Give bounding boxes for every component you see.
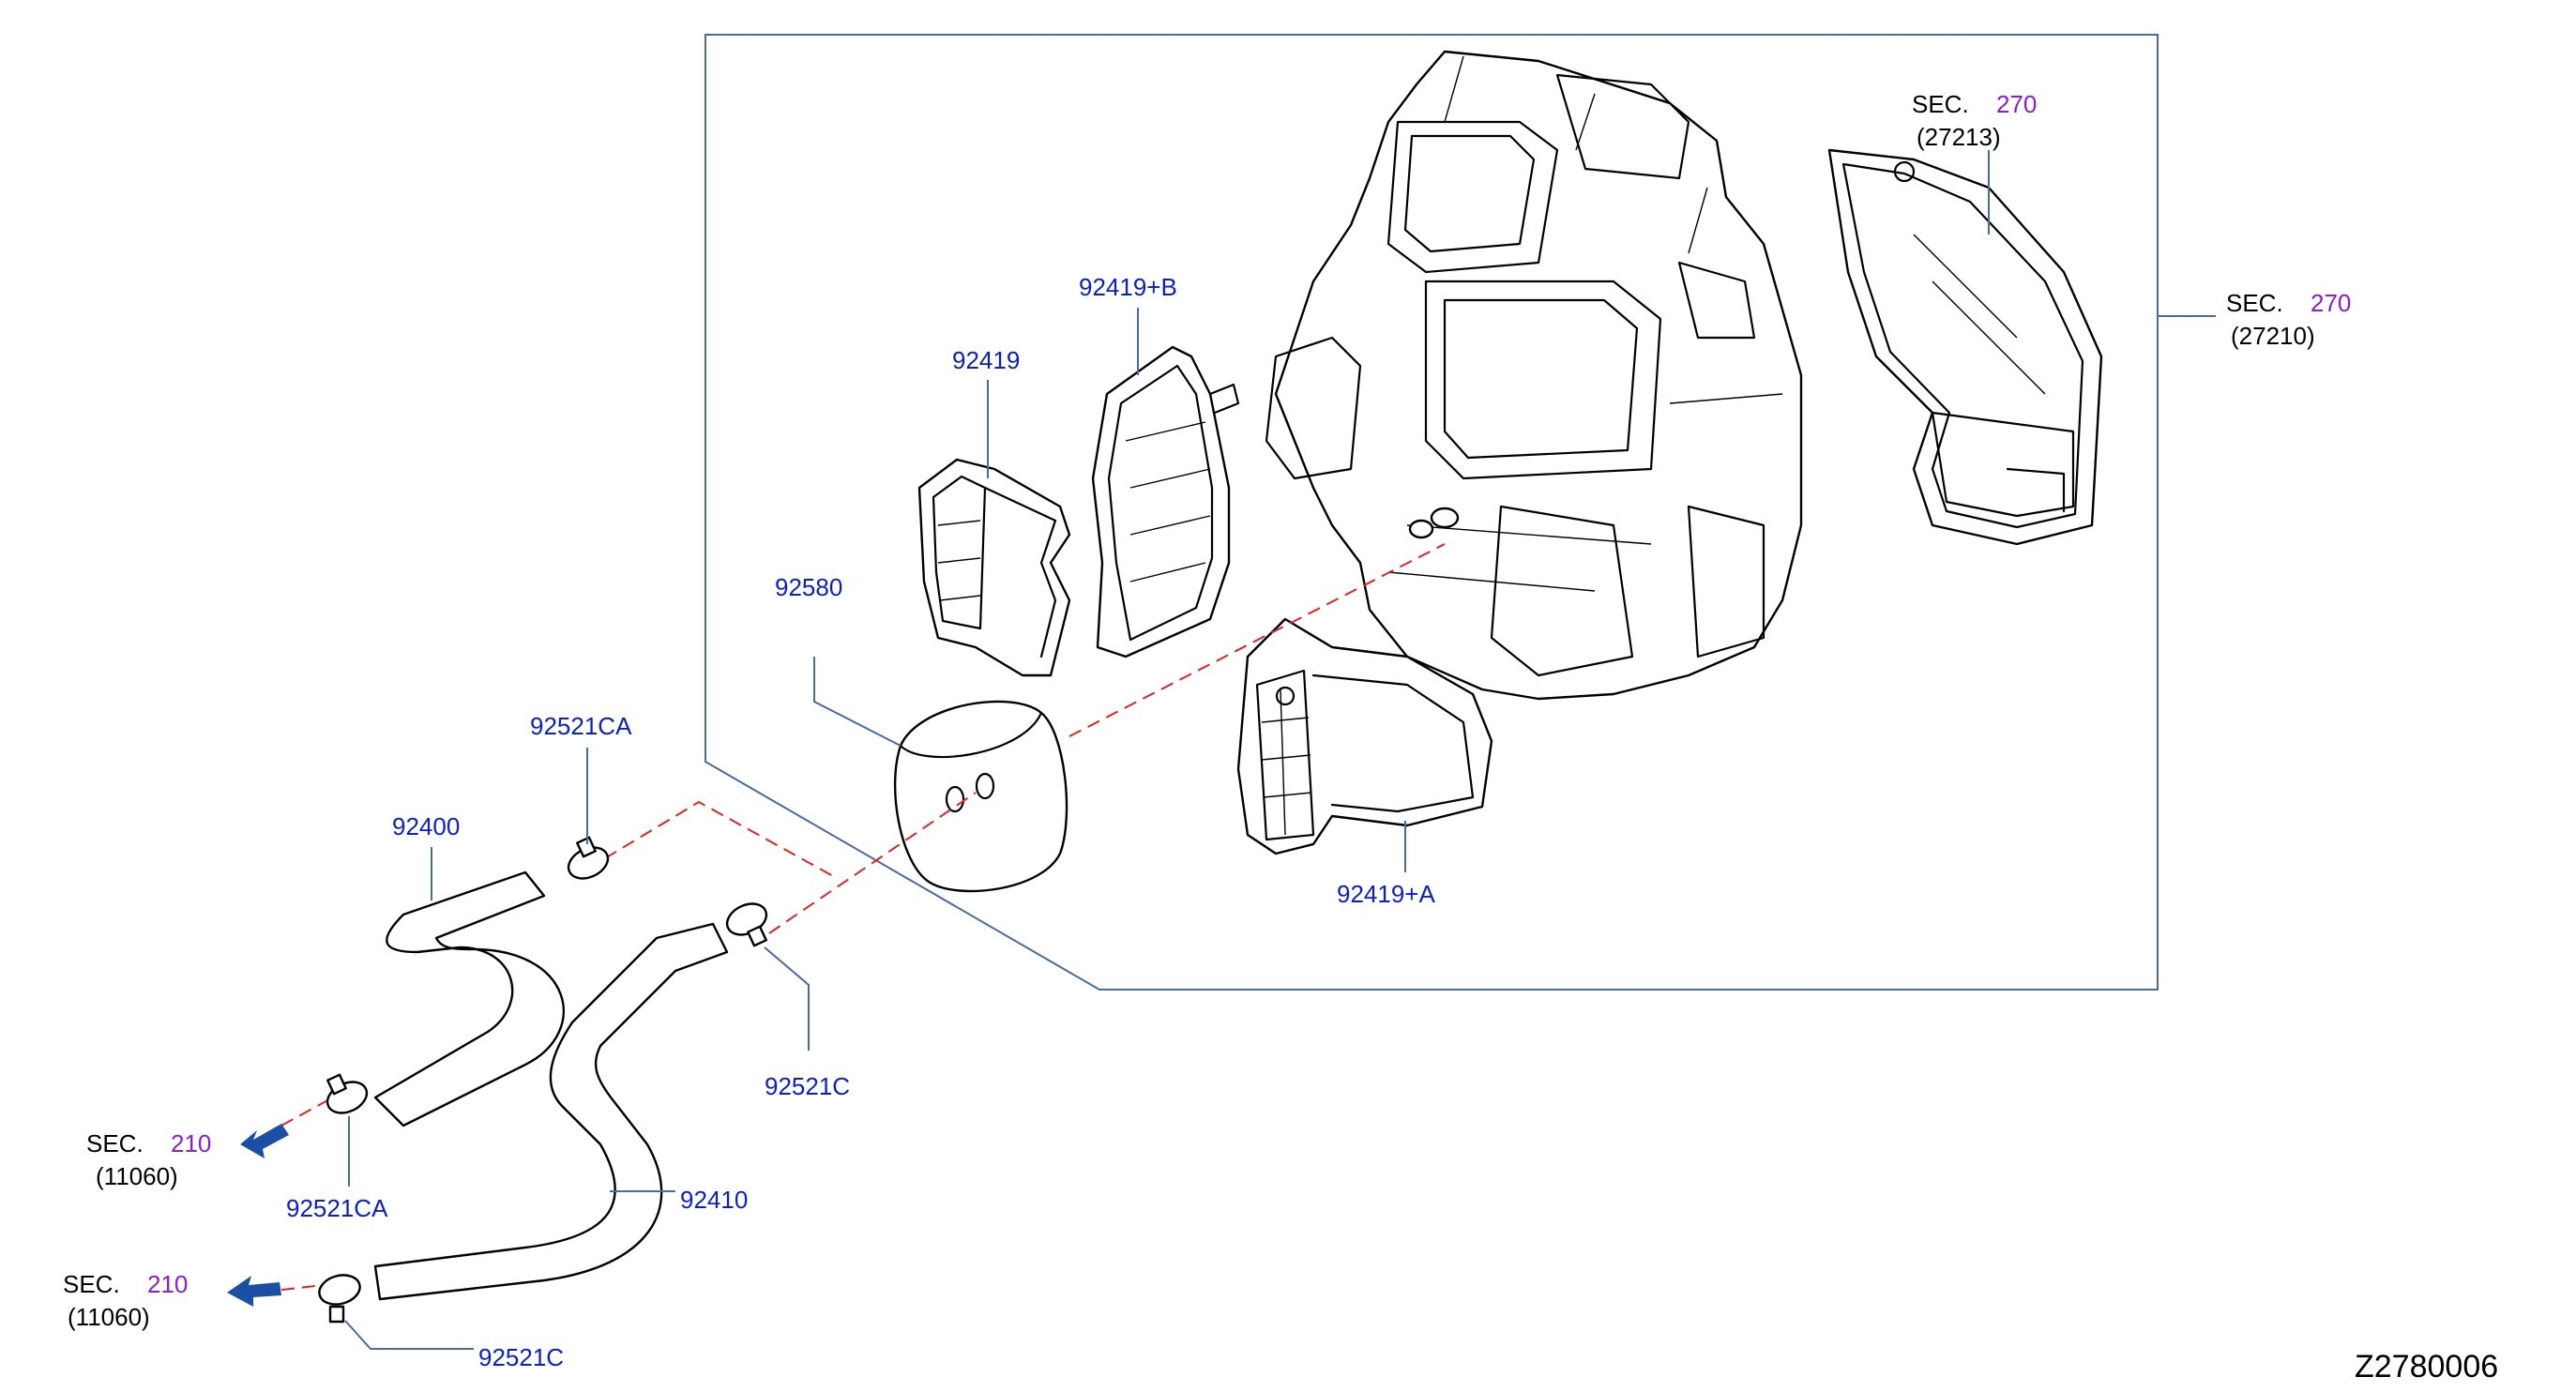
label-92419b: 92419+B (1079, 273, 1177, 301)
sec210-lower-sub: (11060) (68, 1303, 150, 1331)
clamp-92521c-mid (725, 902, 768, 947)
sec270-top-number: 270 (1996, 90, 2037, 118)
label-92521ca-bottom: 92521CA (286, 1194, 388, 1222)
hose-92410-drawing (373, 922, 729, 1301)
diagram-ref-code: Z2780006 (2355, 1349, 2498, 1384)
sec270-right-prefix: SEC. (2226, 289, 2283, 317)
duct-27213-drawing (1827, 148, 2103, 546)
alignment-line-1 (1068, 543, 1446, 737)
sec270-right-sub: (27210) (2231, 322, 2315, 350)
arrow-to-sec210-lower (227, 1276, 281, 1307)
section-ref-210-upper: SEC. 210 (11060) (86, 1129, 211, 1190)
label-92521c-bottom: 92521C (478, 1343, 564, 1371)
assembly-frame (705, 34, 2159, 991)
label-92400: 92400 (392, 812, 460, 840)
section-ref-210-lower: SEC. 210 (11060) (63, 1270, 188, 1331)
section-ref-270-top: SEC. 270 (27213) (1912, 90, 2037, 151)
part-92419a-drawing (1236, 617, 1493, 855)
sec270-top-prefix: SEC. (1912, 90, 1969, 118)
alignment-line-5 (280, 1284, 325, 1291)
sec270-right-number: 270 (2311, 289, 2351, 317)
alignment-line-4 (280, 1097, 334, 1127)
arrow-to-sec210-upper (240, 1124, 289, 1158)
section-ref-270-right: SEC. 270 (27210) (2226, 289, 2351, 350)
label-92419: 92419 (952, 346, 1020, 374)
alignment-line-3 (768, 792, 977, 934)
label-92580: 92580 (775, 573, 842, 601)
part-92580-drawing (894, 700, 1068, 893)
label-92419a: 92419+A (1337, 880, 1435, 908)
clamp-92521c-bottom (318, 1274, 361, 1324)
sec210-upper-sub: (11060) (96, 1162, 178, 1190)
label-92521c-mid: 92521C (765, 1072, 850, 1100)
sec270-top-sub: (27213) (1917, 123, 2001, 151)
sec210-upper-prefix: SEC. (86, 1129, 144, 1157)
sec210-lower-number: 210 (147, 1270, 188, 1298)
leader-92580 (813, 657, 902, 747)
heater-unit-drawing (1265, 50, 1803, 701)
part-92419-drawing (917, 458, 1071, 677)
leader-92521c-bottom (344, 1320, 474, 1350)
sec210-upper-number: 210 (171, 1129, 211, 1157)
label-92410: 92410 (680, 1186, 748, 1214)
label-92521ca-top: 92521CA (530, 712, 632, 740)
hose-92400-drawing (373, 870, 565, 1127)
part-92419b-drawing (1091, 345, 1240, 658)
leader-92521c-mid (764, 946, 810, 1051)
sec210-lower-prefix: SEC. (63, 1270, 120, 1298)
clamp-92521ca-bottom (326, 1073, 369, 1114)
clamp-92521ca-top (567, 836, 610, 880)
alignment-line-2 (604, 800, 836, 878)
